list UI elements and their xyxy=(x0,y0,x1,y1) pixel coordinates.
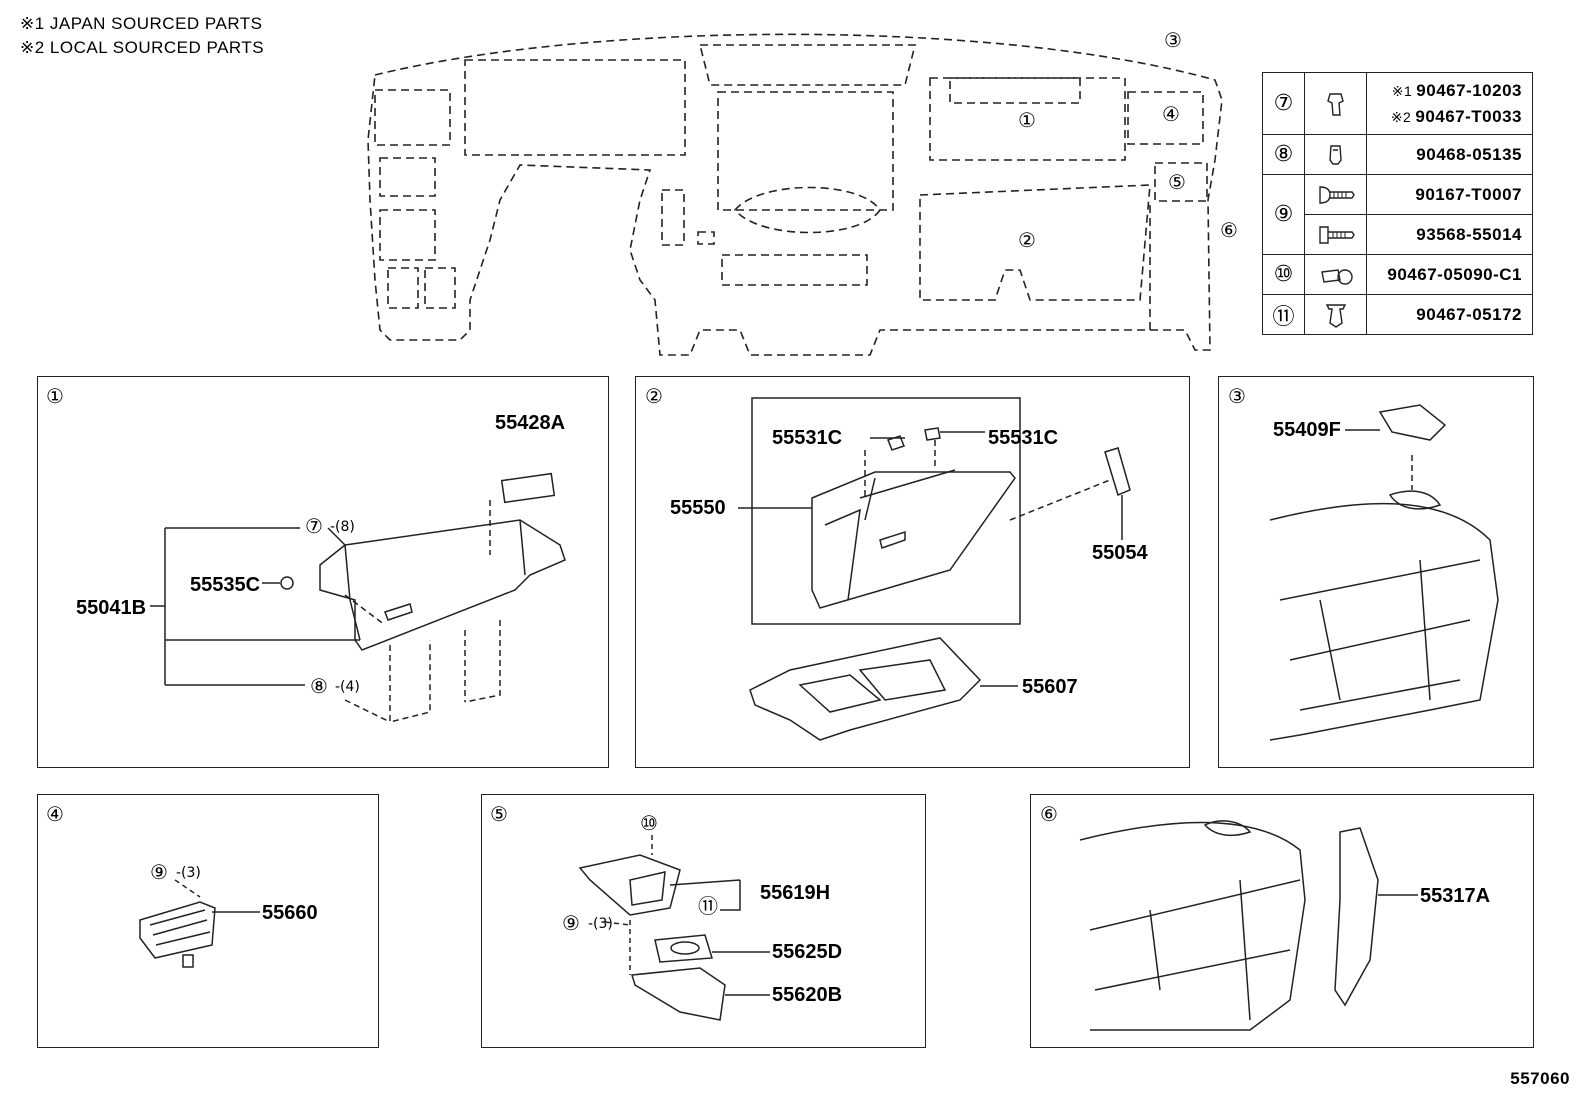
panel-4-qty-9: -(3) xyxy=(176,865,201,881)
console-tray-drawing xyxy=(631,967,726,1021)
parts-number-11: 90467-05172 xyxy=(1416,304,1522,324)
overview-callout-3: ③ xyxy=(1164,28,1182,52)
overview-callout-2: ② xyxy=(1018,228,1036,252)
parts-ref-8: ⑧ xyxy=(1273,142,1294,167)
glovebox-lower-panel-drawing xyxy=(749,637,982,741)
parts-number-9a: 90167-T0007 xyxy=(1415,184,1522,204)
parts-number-8: 90468-05135 xyxy=(1416,144,1522,164)
overview-callout-6: ⑥ xyxy=(1220,218,1238,242)
panel-4-fastener-9: ⑨ xyxy=(150,860,168,884)
parts-mark-7a: ※1 xyxy=(1391,82,1413,99)
glovebox-door-drawing xyxy=(811,427,1131,609)
parts-number-7a: 90467-10203 xyxy=(1416,80,1522,100)
parts-row-9b: 93568-55014 xyxy=(1263,214,1533,255)
panel-1-fastener-7: ⑦ xyxy=(305,514,323,538)
panel-5-fastener-11: ⑪ xyxy=(698,894,718,918)
parts-number-7b: 90467-T0033 xyxy=(1415,106,1522,126)
console-vent-drawing xyxy=(578,854,681,916)
part-label-55620B: 55620B xyxy=(772,984,843,1006)
panel-4 xyxy=(37,794,379,1048)
note-japan-sourced: ※1 JAPAN SOURCED PARTS xyxy=(20,14,263,33)
part-label-55607: 55607 xyxy=(1022,676,1078,698)
part-label-55660: 55660 xyxy=(262,902,318,924)
rivet-icon xyxy=(1320,268,1353,285)
glovebox-frame-drawing xyxy=(280,472,566,651)
parts-ref-7: ⑦ xyxy=(1273,91,1294,116)
panel-5-qty-9: -(3) xyxy=(588,916,613,932)
parts-number-10: 90467-05090-C1 xyxy=(1387,264,1522,284)
panel-3 xyxy=(1218,376,1534,768)
panel-3-ref: ③ xyxy=(1228,384,1246,408)
panel-1-fastener-8: ⑧ xyxy=(310,674,328,698)
diagram-code: 557060 xyxy=(1510,1069,1570,1088)
panel-5 xyxy=(481,794,926,1048)
part-label-55317A: 55317A xyxy=(1420,885,1491,907)
overview-callout-5: ⑤ xyxy=(1168,170,1186,194)
overview-callout-1: ① xyxy=(1018,108,1036,132)
panel-5-fastener-10: ⑩ xyxy=(640,811,658,835)
dashboard-outline xyxy=(367,33,1223,356)
part-label-55531C-right: 55531C xyxy=(988,427,1059,449)
panel-6-ref: ⑥ xyxy=(1040,802,1058,826)
parts-row-11: ⑪ 90467-05172 xyxy=(1262,294,1533,335)
side-trim-panel-drawing xyxy=(1334,827,1379,1007)
clip-icon xyxy=(1325,303,1346,328)
air-vent-drawing xyxy=(139,901,216,968)
parts-mark-7b: ※2 xyxy=(1390,108,1412,125)
panel-1 xyxy=(37,376,609,768)
screw-icon xyxy=(1318,225,1355,244)
cup-holder-drawing xyxy=(654,934,713,963)
panel-6 xyxy=(1030,794,1534,1048)
note-local-sourced: ※2 LOCAL SOURCED PARTS xyxy=(20,38,265,57)
parts-row-10: ⑩ 90467-05090-C1 xyxy=(1262,254,1533,295)
part-label-55535C: 55535C xyxy=(190,574,261,596)
overview-callout-4: ④ xyxy=(1162,102,1180,126)
panel-1-qty-8: -(4) xyxy=(335,679,360,695)
part-label-55625D: 55625D xyxy=(772,941,843,963)
part-label-55428A: 55428A xyxy=(495,412,566,434)
parts-row-9a: ⑨ 90167-T0007 xyxy=(1262,174,1533,255)
parts-ref-11: ⑪ xyxy=(1272,304,1295,330)
panel-1-ref: ① xyxy=(46,384,64,408)
dashboard-right-section-drawing xyxy=(1269,404,1499,741)
parts-number-9b: 93568-55014 xyxy=(1416,224,1522,244)
panel-5-fastener-9: ⑨ xyxy=(562,911,580,935)
part-label-55531C-left: 55531C xyxy=(772,427,843,449)
part-label-55054: 55054 xyxy=(1092,542,1148,564)
parts-ref-10: ⑩ xyxy=(1273,262,1294,287)
part-label-55550: 55550 xyxy=(670,497,726,519)
panel-2-ref: ② xyxy=(645,384,663,408)
part-label-55409F: 55409F xyxy=(1273,419,1341,441)
screw-icon xyxy=(1318,185,1355,204)
clip-icon xyxy=(1326,92,1344,116)
panel-1-qty-7: -(8) xyxy=(330,519,355,535)
clip-icon xyxy=(1328,144,1342,165)
part-label-55619H: 55619H xyxy=(760,882,831,904)
panel-5-ref: ⑤ xyxy=(490,802,508,826)
part-label-55041B: 55041B xyxy=(76,597,147,619)
parts-ref-9: ⑨ xyxy=(1273,202,1294,227)
panel-4-ref: ④ xyxy=(46,802,64,826)
dashboard-left-section-drawing xyxy=(1079,820,1306,1031)
panel-2 xyxy=(635,376,1190,768)
